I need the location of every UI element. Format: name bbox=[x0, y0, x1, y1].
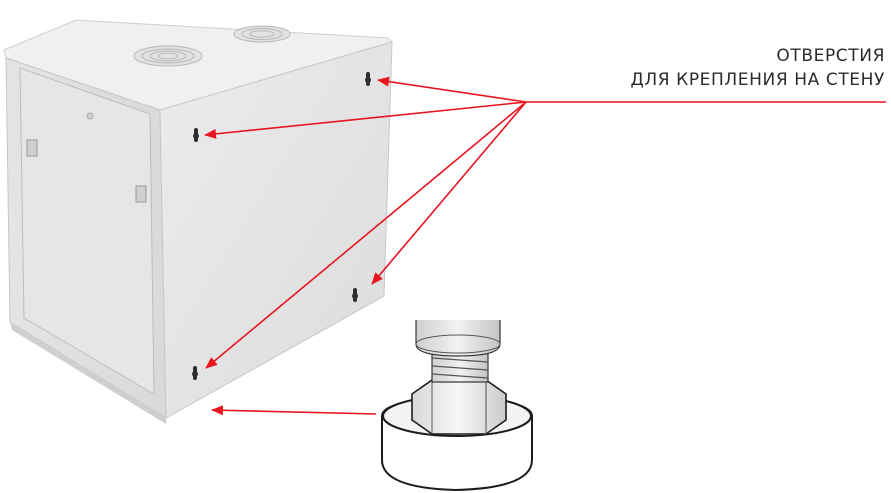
callout-arrow-1 bbox=[377, 76, 527, 103]
door-latch bbox=[26, 139, 38, 157]
callout-arrow-foot bbox=[211, 405, 377, 416]
cabinet-side bbox=[159, 41, 393, 419]
caption-line-2: ДЛЯ КРЕПЛЕНИЯ НА СТЕНУ bbox=[630, 70, 885, 90]
mounting-hole bbox=[192, 366, 198, 380]
caption: ОТВЕРСТИЯ ДЛЯ КРЕПЛЕНИЯ НА СТЕНУ bbox=[630, 44, 885, 92]
callout-arrow-4 bbox=[205, 101, 527, 369]
mounting-hole bbox=[193, 128, 199, 142]
callout-arrow-2 bbox=[204, 101, 527, 139]
callout-arrow-3 bbox=[371, 101, 527, 285]
door-screw bbox=[86, 112, 94, 120]
cabinet-base-lip bbox=[10, 322, 166, 424]
mounting-hole bbox=[365, 72, 371, 86]
vent-grille bbox=[133, 45, 203, 67]
cabinet bbox=[3, 19, 393, 424]
door-latch-lower bbox=[135, 185, 147, 203]
caption-line-1: ОТВЕРСТИЯ bbox=[776, 46, 885, 66]
adjustable-foot bbox=[381, 320, 533, 492]
cabinet-door bbox=[19, 67, 155, 395]
vent-grille bbox=[233, 25, 291, 43]
mounting-hole bbox=[352, 288, 358, 302]
callout-arrows bbox=[204, 76, 886, 416]
